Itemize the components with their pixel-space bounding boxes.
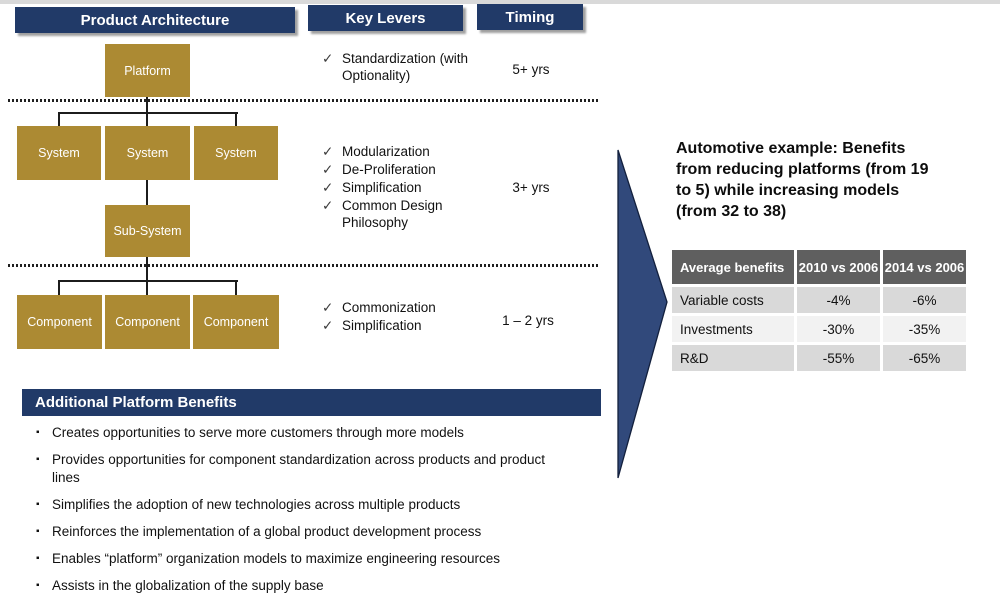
header-product-architecture-label: Product Architecture xyxy=(80,11,230,29)
benefit-text: Reinforces the implementation of a globa… xyxy=(52,524,482,539)
benefit-item: ▪ Reinforces the implementation of a glo… xyxy=(36,523,576,541)
table-cell: -30% xyxy=(797,316,880,342)
top-edge-strip xyxy=(0,0,1000,4)
connector-line xyxy=(58,280,238,282)
platform-box: Platform xyxy=(105,44,190,97)
lever-label: Commonization xyxy=(342,300,436,315)
bullet-icon: ▪ xyxy=(36,427,40,438)
check-icon: ✓ xyxy=(322,300,334,315)
benefit-item: ▪ Assists in the globalization of the su… xyxy=(36,577,576,593)
lever-label: Simplification xyxy=(342,180,422,195)
table-header-cell: 2014 vs 2006 xyxy=(883,250,966,284)
table-cell: -4% xyxy=(797,287,880,313)
benefit-item: ▪ Enables “platform” organization models… xyxy=(36,550,576,568)
lever-group-platform: ✓ Standardization (with Optionality) xyxy=(322,50,487,85)
benefit-item: ▪ Simplifies the adoption of new technol… xyxy=(36,496,576,514)
header-timing-label: Timing xyxy=(505,8,555,26)
example-title: Automotive example: Benefits from reduci… xyxy=(676,140,929,220)
bullet-icon: ▪ xyxy=(36,499,40,510)
table-header-cell: Average benefits xyxy=(672,250,794,284)
lever-item: ✓ Commonization xyxy=(322,299,487,316)
header-key-levers-label: Key Levers xyxy=(345,9,426,27)
check-icon: ✓ xyxy=(322,162,334,177)
table-cell: -6% xyxy=(883,287,966,313)
lever-label: Standardization (with Optionality) xyxy=(342,51,469,83)
system-box-3: System xyxy=(194,126,278,180)
table-row: R&D -55% -65% xyxy=(672,345,966,371)
timing-value-platform: 5+ yrs xyxy=(512,62,550,77)
lever-item: ✓ Simplification xyxy=(322,317,487,334)
lever-item: ✓ Common Design Philosophy xyxy=(322,197,487,231)
benefits-panel-header: Additional Platform Benefits xyxy=(22,389,601,416)
check-icon: ✓ xyxy=(322,144,334,159)
benefit-item: ▪ Creates opportunities to serve more cu… xyxy=(36,424,576,442)
lever-item: ✓ Simplification xyxy=(322,179,487,196)
benefit-item: ▪ Provides opportunities for component s… xyxy=(36,451,576,487)
connector-line xyxy=(235,112,237,126)
lever-label: Simplification xyxy=(342,318,422,333)
lever-group-system: ✓ Modularization ✓ De-Proliferation ✓ Si… xyxy=(322,143,487,232)
system-box-2: System xyxy=(105,126,190,180)
component-box-1: Component xyxy=(17,295,102,349)
check-icon: ✓ xyxy=(322,51,334,66)
benefit-text: Enables “platform” organization models t… xyxy=(52,551,500,566)
connector-line xyxy=(58,112,238,114)
lever-label: Modularization xyxy=(342,144,430,159)
connector-line xyxy=(146,97,148,126)
benefit-text: Creates opportunities to serve more cust… xyxy=(52,425,464,440)
lever-group-component: ✓ Commonization ✓ Simplification xyxy=(322,299,487,335)
benefits-arrow-icon xyxy=(617,149,669,479)
lever-label: Common Design Philosophy xyxy=(342,198,443,230)
bullet-icon: ▪ xyxy=(36,553,40,564)
sub-system-box: Sub-System xyxy=(105,205,190,257)
dotted-divider-2 xyxy=(8,264,598,267)
connector-line xyxy=(146,257,148,295)
header-timing: Timing xyxy=(477,4,583,30)
bullet-icon: ▪ xyxy=(36,580,40,591)
timing-value-system: 3+ yrs xyxy=(512,180,550,195)
check-icon: ✓ xyxy=(322,198,334,213)
table-cell: -65% xyxy=(883,345,966,371)
example-benefits-table: Average benefits 2010 vs 2006 2014 vs 20… xyxy=(669,247,969,374)
table-cell: Investments xyxy=(672,316,794,342)
check-icon: ✓ xyxy=(322,318,334,333)
table-cell: R&D xyxy=(672,345,794,371)
benefit-text: Simplifies the adoption of new technolog… xyxy=(52,497,461,512)
table-header-row: Average benefits 2010 vs 2006 2014 vs 20… xyxy=(672,250,966,284)
connector-line xyxy=(146,180,148,205)
table-cell: -35% xyxy=(883,316,966,342)
lever-item: ✓ De-Proliferation xyxy=(322,161,487,178)
table-row: Variable costs -4% -6% xyxy=(672,287,966,313)
header-product-architecture: Product Architecture xyxy=(15,7,295,33)
lever-label: De-Proliferation xyxy=(342,162,436,177)
header-key-levers: Key Levers xyxy=(308,5,463,31)
benefit-text: Assists in the globalization of the supp… xyxy=(52,578,324,593)
connector-line xyxy=(58,280,60,295)
benefit-text: Provides opportunities for component sta… xyxy=(52,452,546,485)
connector-line xyxy=(235,280,237,295)
timing-value-component: 1 – 2 yrs xyxy=(502,313,554,328)
bullet-icon: ▪ xyxy=(36,526,40,537)
table-row: Investments -30% -35% xyxy=(672,316,966,342)
dotted-divider-1 xyxy=(8,99,598,102)
benefits-list: ▪ Creates opportunities to serve more cu… xyxy=(36,424,576,593)
lever-item: ✓ Standardization (with Optionality) xyxy=(322,50,487,84)
table-header-cell: 2010 vs 2006 xyxy=(797,250,880,284)
connector-line xyxy=(58,112,60,126)
system-box-1: System xyxy=(17,126,101,180)
component-box-2: Component xyxy=(105,295,190,349)
benefits-panel-title: Additional Platform Benefits xyxy=(35,394,237,411)
bullet-icon: ▪ xyxy=(36,454,40,465)
component-box-3: Component xyxy=(193,295,279,349)
table-cell: -55% xyxy=(797,345,880,371)
check-icon: ✓ xyxy=(322,180,334,195)
table-cell: Variable costs xyxy=(672,287,794,313)
lever-item: ✓ Modularization xyxy=(322,143,487,160)
